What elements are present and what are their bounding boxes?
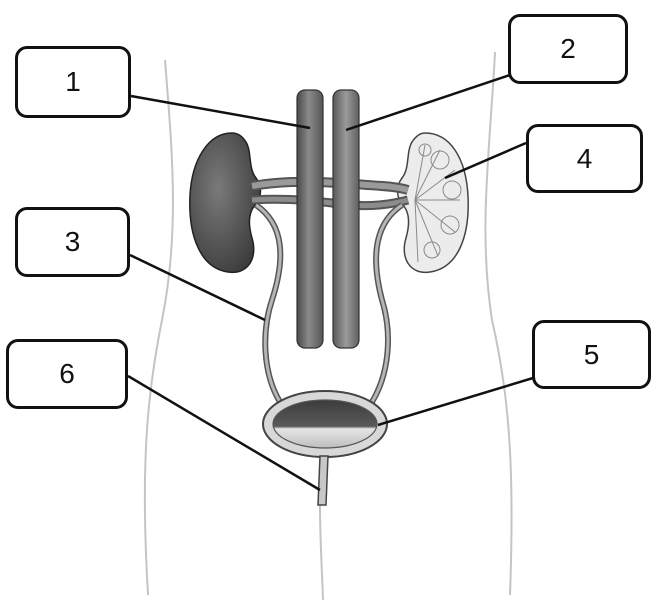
aorta (332, 89, 360, 349)
left-kidney (189, 132, 262, 273)
right-kidney (396, 132, 469, 273)
bladder (262, 390, 388, 458)
leader-line-6 (127, 374, 321, 492)
renal-vessels (251, 176, 410, 211)
label-number-3: 3 (64, 226, 81, 257)
vena-cava (296, 89, 324, 349)
leader-line-5 (377, 376, 534, 427)
label-box-2: 2 (508, 14, 628, 84)
label-number-2: 2 (560, 33, 576, 64)
label-number-6: 6 (59, 358, 75, 389)
label-number-4: 4 (576, 142, 593, 174)
label-box-4: 4 (526, 124, 643, 193)
urethra (317, 455, 329, 506)
label-box-6: 6 (6, 339, 128, 409)
leader-line-3 (129, 253, 266, 322)
label-box-5: 5 (532, 320, 651, 389)
leader-line-2 (345, 73, 511, 132)
label-box-1: 1 (15, 46, 131, 118)
leader-line-1 (130, 94, 311, 130)
ureters (254, 202, 404, 404)
label-box-3: 3 (15, 207, 130, 277)
label-number-5: 5 (583, 338, 600, 370)
label-number-1: 1 (65, 66, 81, 97)
leader-lines (127, 73, 534, 492)
body-outline (143, 51, 513, 600)
leader-line-4 (444, 141, 527, 180)
